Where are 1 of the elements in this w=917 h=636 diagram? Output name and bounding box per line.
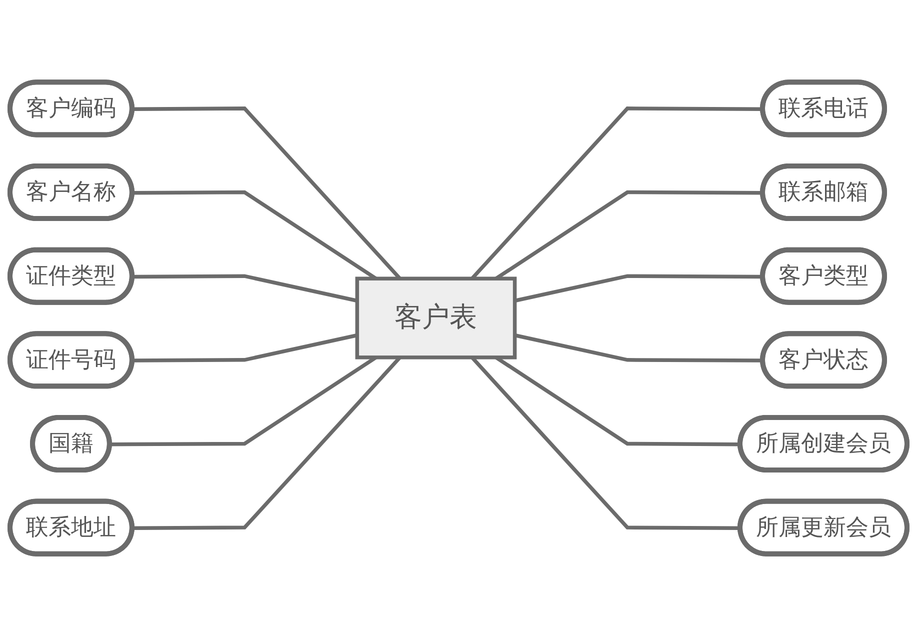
- node-box: 客户表: [355, 276, 517, 360]
